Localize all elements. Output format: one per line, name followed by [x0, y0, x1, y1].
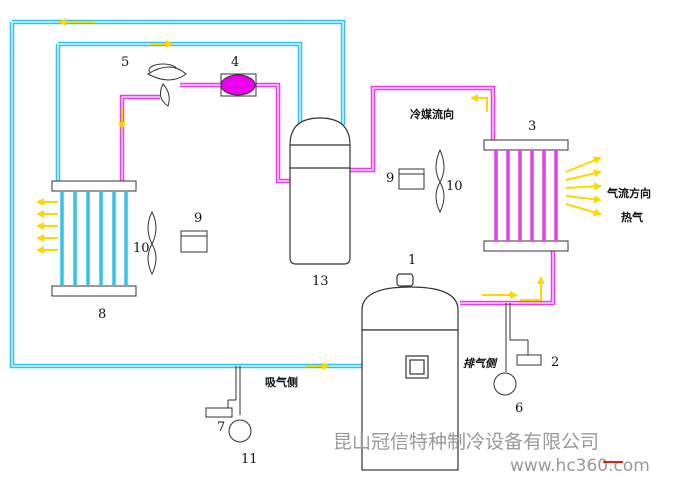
refrigerant-flow-text: 冷媒流向: [410, 107, 454, 121]
label-evaporator: 8: [98, 307, 106, 322]
label-condenser: 3: [528, 119, 536, 134]
label-pressure-switch-right: 2: [551, 355, 559, 370]
arrow-refrigerant: [470, 94, 488, 112]
fan-top: [147, 63, 187, 107]
airflow-direction-text: 气流方向: [606, 186, 651, 200]
arrow-discharge-2: [520, 276, 545, 301]
evaporator-air-arrows: [36, 198, 58, 254]
motor-left: [180, 230, 208, 253]
receiver-tank: [289, 117, 351, 265]
label-motor-left: 9: [194, 211, 202, 226]
label-fan-left: 10: [133, 241, 150, 256]
condenser: [483, 139, 569, 252]
suction-instruments: [205, 366, 252, 443]
cyan-piping: [9, 19, 363, 369]
hot-air-arrows: [565, 156, 602, 217]
evaporator: [51, 180, 137, 297]
label-pressure-switch-left: 7: [217, 420, 225, 435]
hot-air-text: 热气: [621, 210, 643, 224]
motor-right: [398, 168, 425, 190]
label-gauge-right: 6: [515, 401, 523, 416]
discharge-side-text: 排气侧: [463, 357, 498, 370]
label-fan-right: 10: [446, 179, 463, 194]
magenta-piping: [119, 82, 556, 306]
label-valve: 4: [231, 55, 239, 70]
label-compressor: 1: [408, 253, 416, 268]
watermark-url: www.hc360.com: [510, 456, 650, 476]
label-fan-top: 5: [121, 55, 129, 70]
compressor: [361, 273, 459, 471]
flow-arrows: [58, 18, 545, 370]
expansion-valve: [220, 73, 257, 97]
suction-side-text: 吸气侧: [265, 375, 298, 389]
fan-left: [147, 210, 157, 276]
fan-right: [435, 148, 445, 214]
label-receiver: 13: [312, 274, 329, 289]
label-gauge-left: 11: [241, 452, 258, 467]
watermark-company: 昆山冠信特种制冷设备有限公司: [333, 431, 599, 453]
label-motor-right: 9: [386, 171, 394, 186]
component-labels: 1 2 3 4 5 6 7 8 9 9 10 10 11 13: [98, 55, 559, 467]
discharge-instruments: [493, 303, 542, 396]
watermark: 昆山冠信特种制冷设备有限公司 www.hc360.com: [333, 431, 650, 476]
annotations: 冷媒流向 气流方向 热气 排气侧 吸气侧: [265, 107, 651, 389]
